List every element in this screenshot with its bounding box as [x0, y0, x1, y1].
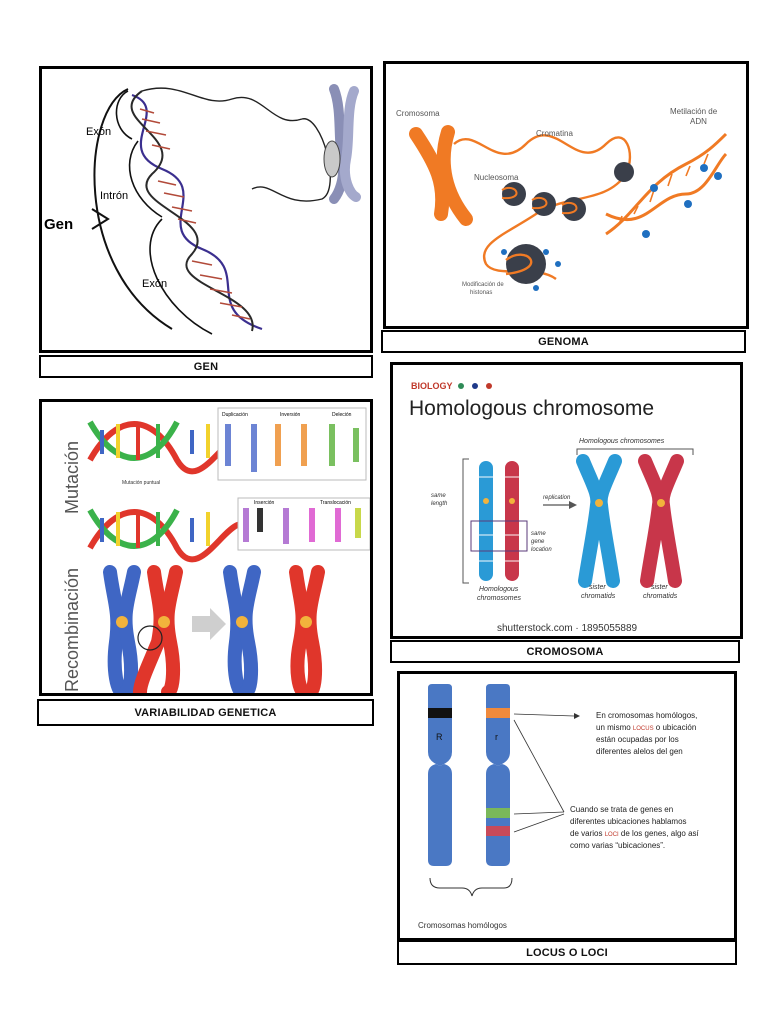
label-gen: Gen	[44, 216, 73, 233]
label-same-length-2: length	[431, 501, 448, 507]
gen-panel: Gen Exón Intrón Exón	[39, 66, 373, 353]
label-exon-1: Exón	[86, 126, 111, 138]
note2-line-c: de varios LOCI de los genes, algo así	[570, 829, 700, 838]
label-exon-2: Exón	[142, 278, 167, 290]
dna-helix	[130, 87, 331, 332]
chromosome-R	[428, 684, 452, 866]
gen-caption: GEN	[39, 355, 373, 378]
label-recombinacion: Recombinación	[62, 568, 82, 692]
sister-chromatids-red	[638, 454, 684, 588]
label-replication: replication	[543, 495, 571, 501]
label-same-gene-1: same	[531, 531, 546, 537]
genoma-caption: GENOMA	[381, 330, 746, 353]
label-same-length-1: same	[431, 493, 446, 499]
label-cromosoma: Cromosoma	[396, 109, 440, 118]
top-bracket	[576, 448, 694, 455]
dot-blue	[472, 383, 478, 389]
dna-methylation	[605, 132, 728, 238]
label-sister-2b: chromatids	[643, 593, 678, 600]
label-duplicacion: Duplicación	[222, 412, 248, 418]
label-metilacion-2: ADN	[690, 117, 707, 126]
nucleosomes	[501, 162, 634, 291]
note1-line-d: diferentes alelos del gen	[596, 747, 683, 756]
arrow-loci-1	[513, 719, 565, 813]
cromosoma-illustration: BIOLOGY Homologous chromosome replicatio…	[409, 381, 694, 634]
label-modificacion-2: histonas	[470, 290, 492, 296]
chromosome-icon	[323, 84, 361, 204]
arrow-head	[569, 501, 577, 509]
label-delecion: Deleción	[332, 412, 352, 418]
x-chromosome-icon	[409, 125, 473, 226]
arrow-locus-head	[574, 713, 580, 719]
label-biology: BIOLOGY	[411, 381, 453, 391]
label-translocacion: Translocación	[320, 500, 351, 506]
label-sister-1b: chromatids	[581, 593, 616, 600]
label-sister-2a: sister	[651, 584, 668, 591]
note1-line-a: En cromosomas homólogos,	[596, 711, 697, 720]
label-homologous-top: Homologous chromosomes	[579, 438, 665, 445]
label-inversion: Inversión	[280, 412, 301, 418]
homologous-title: Homologous chromosome	[409, 397, 654, 420]
homologous-pair	[462, 458, 528, 584]
label-nucleosoma: Nucleosoma	[474, 173, 519, 182]
gen-illustration: Gen Exón Intrón Exón	[44, 84, 361, 335]
label-r: r	[495, 732, 498, 742]
label-mutacion-puntual: Mutación puntual	[122, 480, 160, 486]
variabilidad-caption: VARIABILIDAD GENETICA	[37, 699, 374, 726]
locus-illustration: R r En cromosomas homólogos, un mismo LO…	[418, 684, 700, 930]
label-homologous-bottom-2: chromosomes	[477, 595, 521, 602]
locus-panel: R r En cromosomas homólogos, un mismo LO…	[397, 671, 737, 941]
note2-line-d: como varias “ubicaciones”.	[570, 841, 665, 850]
label-homologous-bottom-1: Homologous	[479, 586, 519, 593]
cromosoma-caption: CROMOSOMA	[390, 640, 740, 663]
note2-line-b: diferentes ubicaciones hablamos	[570, 817, 687, 826]
cromosoma-panel: BIOLOGY Homologous chromosome replicatio…	[390, 362, 743, 639]
note2-line-a: Cuando se trata de genes en	[570, 805, 673, 814]
label-intron: Intrón	[100, 190, 128, 202]
locus-caption: LOCUS O LOCI	[397, 940, 737, 965]
arrow-loci-3	[513, 813, 565, 833]
label-same-gene-3: location	[531, 547, 552, 553]
label-metilacion-1: Metilación de	[670, 107, 718, 116]
note1-line-b: un mismo LOCUS o ubicación	[596, 723, 696, 732]
dot-green	[458, 383, 464, 389]
arrow-loci-2	[513, 811, 565, 815]
variabilidad-panel: Mutación Recombinación Mutación puntual …	[39, 399, 373, 696]
recombination-chromosomes	[103, 565, 325, 693]
arrow-locus	[513, 713, 575, 717]
variabilidad-illustration: Mutación Recombinación Mutación puntual …	[62, 407, 370, 693]
label-insercion: Inserción	[254, 500, 275, 506]
note1-line-c: están ocupadas por los	[596, 735, 679, 744]
genoma-illustration: Cromosoma Cromatina Nucleosoma Metilació…	[396, 107, 728, 296]
genoma-panel: Cromosoma Cromatina Nucleosoma Metilació…	[383, 61, 749, 329]
label-R: R	[436, 732, 443, 742]
sister-chromatids-blue	[576, 454, 622, 588]
dna-strip-bottom	[87, 508, 255, 563]
chromosome-r	[486, 684, 510, 866]
bottom-bracket	[429, 877, 513, 897]
watermark: shutterstock.com · 1895055889	[497, 623, 638, 634]
label-cromatina: Cromatina	[536, 129, 573, 138]
dot-red	[486, 383, 492, 389]
label-sister-1a: sister	[589, 584, 606, 591]
label-cromosomas-homologos: Cromosomas homólogos	[418, 921, 507, 930]
label-mutacion: Mutación	[62, 441, 82, 514]
label-same-gene-2: gene	[531, 539, 545, 545]
label-modificacion-1: Modificación de	[462, 282, 504, 288]
